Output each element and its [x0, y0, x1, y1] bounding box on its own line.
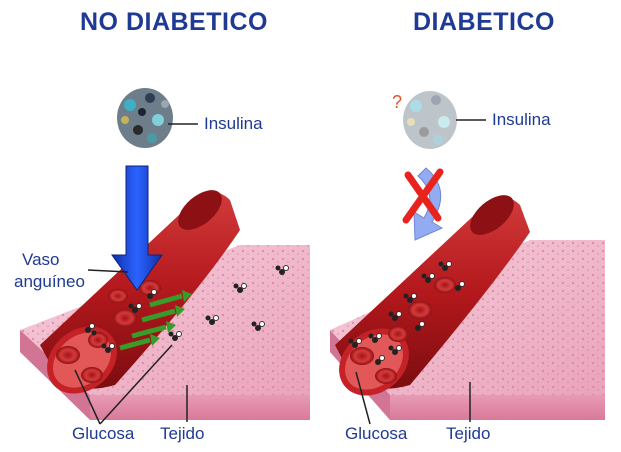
right-glucose-label: Glucosa — [345, 424, 407, 444]
left-tissue-label: Tejido — [160, 424, 204, 444]
left-panel-title: NO DIABETICO — [80, 8, 268, 37]
left-insulin-label: Insulina — [204, 114, 263, 134]
right-panel — [326, 91, 605, 424]
question-mark: ? — [392, 92, 402, 113]
left-panel — [20, 88, 310, 424]
left-glucose-label: Glucosa — [72, 424, 134, 444]
right-panel-title: DIABETICO — [413, 8, 555, 37]
right-tissue-label: Tejido — [446, 424, 490, 444]
right-insulin-label: Insulina — [492, 110, 551, 130]
vessel-label-line1: Vaso — [22, 250, 60, 270]
left-insulin-molecule — [117, 88, 173, 148]
vessel-label-line2: anguíneo — [14, 272, 85, 292]
right-insulin-molecule — [403, 91, 457, 149]
